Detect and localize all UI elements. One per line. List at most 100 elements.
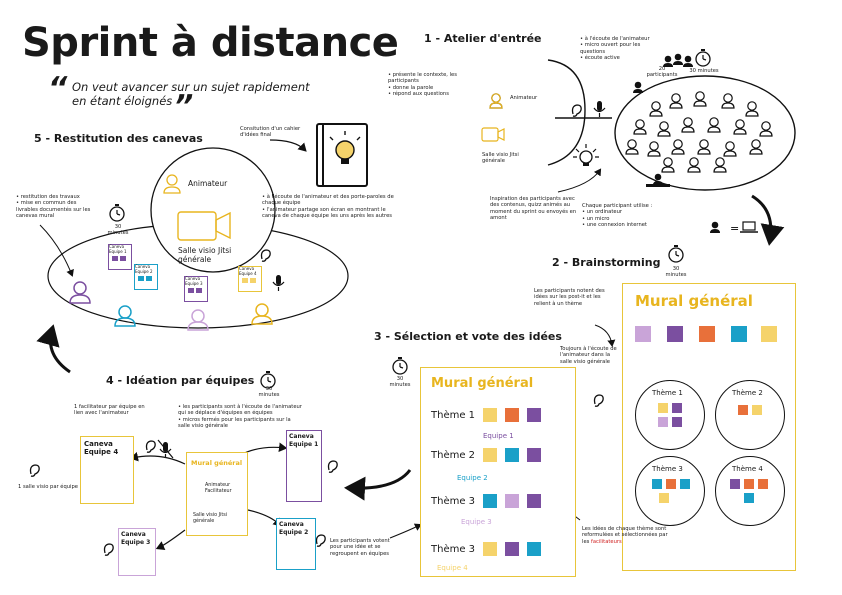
team-label: Equipe 4 (437, 564, 468, 572)
theme-circle[interactable]: Thème 3 (635, 456, 705, 526)
s1-visio-label: Salle visio Jitsi générale (482, 152, 519, 165)
post-it[interactable] (731, 326, 747, 342)
s4-bullet: micros fermés pour les participants sur … (178, 417, 303, 430)
s2-note: Les participants notent des idées sur le… (534, 288, 605, 307)
canva-label: Caneva (289, 433, 314, 440)
s2-listen: Toujours à l'écoute de l'animateur dans … (560, 346, 617, 365)
arrow-s4-s5 (36, 324, 71, 374)
s5-visio-label: Salle visio Jitsi générale (178, 246, 232, 264)
theme-row-label: Thème 1 (431, 410, 476, 421)
s5-left-bullet: mise en commun des livrables documentés … (16, 200, 96, 219)
mural-general-s4[interactable]: Mural général Animateur Facilitateur Sal… (186, 452, 248, 536)
theme-row-label: Thème 2 (431, 450, 476, 461)
canvas-equipe-3[interactable]: Caneva Equipe 3 (118, 528, 156, 576)
s1-each-item: un micro (582, 216, 702, 222)
s3-title: 3 - Sélection et vote des idées (374, 330, 562, 343)
canva-team: Equipe 4 (84, 448, 119, 456)
s5-left-bullets: restitution des travaux mise en commun d… (16, 194, 96, 220)
s1-each-uses-title: Chaque participant utilise : (582, 203, 653, 209)
s1-big-bracket (547, 59, 586, 166)
s4-visio-team: 1 salle visio par équipe (18, 484, 78, 490)
canvas-equipe-4[interactable]: Caneva Equipe 4 (80, 436, 134, 504)
s5-canva-3[interactable]: Caneva Equipe 3 (184, 276, 208, 302)
s3-vote: Les participants votent pour une idée et… (330, 538, 390, 557)
s4-mic-muted-icon (157, 439, 174, 459)
quote-text: On veut avancer sur un sujet rapidement … (72, 80, 310, 108)
canva-team: Equipe 1 (289, 441, 319, 448)
s1-ear-icon (571, 104, 582, 117)
page-title: Sprint à distance (22, 20, 399, 66)
theme-circle[interactable]: Thème 2 (715, 380, 785, 450)
s1-each-uses: Chaque participant utilise : un ordinate… (582, 203, 702, 229)
canvas-equipe-2[interactable]: Caneva Equipe 2 (276, 518, 316, 570)
participants-crowd (625, 91, 773, 173)
s5-canva-1[interactable]: Caneva Equipe 1 (108, 244, 132, 270)
s5-person-pink (187, 309, 209, 331)
s5-ear-icon (260, 249, 271, 262)
s5-video-icon (177, 211, 231, 241)
theme-label: Thème 1 (652, 389, 683, 397)
theme-circle[interactable]: Thème 4 (715, 456, 785, 526)
canva-label: Caneva (279, 521, 304, 528)
s5-right-bullets: à l'écoute de l'animateur et des porte-p… (262, 194, 394, 220)
mural-general-s2[interactable]: Mural général Thème 1 Thème 2 Thème 3 Th… (622, 283, 796, 571)
s4-ear-icon-d (315, 534, 326, 547)
s1-bullet: donne la parole (388, 85, 468, 91)
s5-canva-label: Caneva Equipe 1 (109, 244, 127, 254)
s5-timer-icon (109, 203, 125, 222)
s5-anim-label: Animateur (188, 179, 228, 188)
s4-bullet: les participants sont à l'écoute de l'an… (178, 404, 303, 417)
s3-reform-text: Les idées de chaque thème sont reformulé… (582, 526, 668, 545)
s1-mic-icon (593, 101, 606, 117)
s1-right-bullet: écoute active (580, 55, 650, 61)
s5-canva-4[interactable]: Caneva Equipe 4 (238, 266, 262, 292)
mural-title: Mural général (191, 459, 243, 467)
s5-mic-icon (272, 275, 285, 291)
s5-title: 5 - Restitution des canevas (34, 132, 203, 145)
theme-row-label: Thème 3 (431, 544, 476, 555)
s3-reform-highlight: facilitateurs (591, 538, 622, 545)
post-it[interactable] (761, 326, 777, 342)
theme-label: Thème 3 (652, 465, 683, 473)
s1-participants: 20 participants (646, 66, 678, 79)
s2-title: 2 - Brainstorming (552, 256, 661, 269)
quote: “ On veut avancer sur un sujet rapidemen… (48, 74, 322, 122)
post-it[interactable] (699, 326, 715, 342)
s1-timer-icon (695, 48, 711, 67)
s4-ear-icon-e (327, 460, 338, 473)
canva-team: Equipe 2 (279, 529, 309, 536)
s4-ear-icon-a (145, 440, 156, 453)
s5-canva-2[interactable]: Caneva Equipe 2 (134, 264, 158, 290)
mural-general-s3[interactable]: Mural général Thème 1 Equipe 1 Thème 2 E… (420, 367, 576, 577)
s5-cahier-icon (316, 123, 368, 187)
theme-circle[interactable]: Thème 1 (635, 380, 705, 450)
canvas-equipe-1[interactable]: Caneva Equipe 1 (286, 430, 322, 502)
s5-right-bullet: l'animateur partage son écran en montran… (262, 207, 394, 220)
participants-cloud (614, 75, 796, 191)
post-it[interactable] (667, 326, 683, 342)
s5-canva-label: Caneva Equipe 3 (185, 276, 203, 286)
s1-right-bullets: à l'écoute de l'animateur micro ouvert p… (580, 36, 650, 62)
mural-title: Mural général (635, 292, 753, 310)
s1-video-icon (481, 127, 505, 142)
s3-reform: Les idées de chaque thème sont reformulé… (582, 526, 668, 545)
s5-person-yellow (251, 303, 273, 325)
s1-each-item: une connexion internet (582, 222, 702, 228)
s1-bullet: répond aux questions (388, 91, 468, 97)
post-it[interactable] (635, 326, 651, 342)
s4-facil: 1 facilitateur par équipe en lien avec l… (74, 404, 145, 417)
team-label: Equipe 3 (461, 518, 492, 526)
team-label: Equipe 1 (483, 432, 514, 440)
s5-right-bullet: à l'écoute de l'animateur et des porte-p… (262, 194, 394, 207)
mural-title: Mural général (431, 376, 534, 391)
theme-row-label: Thème 3 (431, 496, 476, 507)
s2-timer-icon (668, 244, 684, 263)
s1-title: 1 - Atelier d'entrée (424, 32, 542, 45)
s4-ear-icon-b (29, 464, 40, 477)
s1-inspiration: Inspiration des participants avec des co… (490, 196, 577, 222)
s5-left-bullet: restitution des travaux (16, 194, 96, 200)
s4-visio-mini: Salle visio Jitsi générale (193, 513, 228, 524)
s5-cahier: Consitution d'un cahier d'idées final (240, 126, 301, 139)
arrow-s3-s4 (344, 469, 412, 501)
